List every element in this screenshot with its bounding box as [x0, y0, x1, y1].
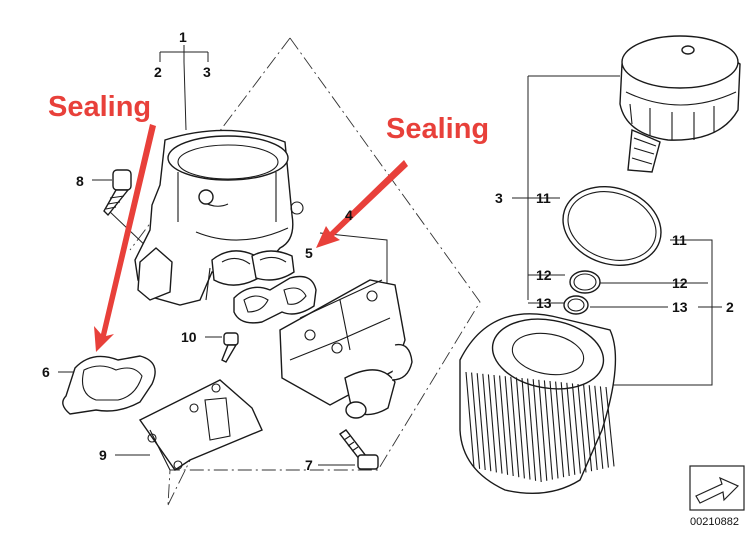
bolt-10	[221, 332, 239, 363]
filter-pleat	[476, 373, 486, 471]
callout-11-left: 11	[536, 190, 551, 206]
callout-7: 7	[305, 457, 313, 473]
callout-13-right: 13	[672, 299, 688, 315]
reference-symbol	[689, 465, 745, 511]
filter-pleat	[577, 383, 587, 473]
gasket-5	[233, 275, 317, 324]
callout-8: 8	[76, 173, 84, 189]
bolt-7	[338, 429, 379, 470]
filter-cover	[619, 35, 741, 173]
bracket-9	[138, 379, 263, 471]
callout-10: 10	[181, 329, 197, 345]
filter-pleat	[510, 376, 520, 478]
filter-pleat	[465, 371, 475, 468]
filter-pleat	[583, 384, 593, 472]
filter-pleat	[605, 386, 615, 467]
callout-1: 1	[179, 29, 187, 45]
filter-pleat	[594, 385, 604, 469]
o-ring-13	[563, 295, 589, 315]
sealing-label-right: Sealing	[386, 113, 489, 145]
callout-9: 9	[99, 447, 107, 463]
filter-pleat	[560, 382, 570, 477]
filter-pleat	[515, 377, 525, 479]
filter-pleat	[527, 378, 537, 481]
filter-pleat	[549, 380, 559, 479]
oil-cooler-4	[279, 279, 413, 419]
filter-pleat	[599, 386, 609, 468]
filter-pleat	[471, 372, 481, 469]
callout-12-right: 12	[672, 275, 688, 291]
filter-pleat	[482, 373, 492, 472]
o-ring-11	[562, 185, 662, 267]
callout-3: 3	[203, 64, 211, 80]
filter-pleat	[543, 380, 553, 480]
filter-pleat	[493, 374, 503, 474]
callout-6: 6	[42, 364, 50, 380]
filter-pleat	[499, 375, 509, 475]
callout-11-right: 11	[672, 232, 687, 248]
callout-2: 2	[154, 64, 162, 80]
o-ring-12	[569, 270, 601, 294]
callout-2-right: 2	[726, 299, 734, 315]
callout-5: 5	[305, 245, 313, 261]
callout-13-left: 13	[536, 295, 552, 311]
callout-3-right: 3	[495, 190, 503, 206]
filter-pleat	[555, 381, 565, 478]
oil-filter-housing	[134, 129, 304, 306]
reference-number: 00210882	[690, 516, 739, 528]
filter-element	[459, 313, 617, 495]
filter-pleat	[571, 383, 581, 474]
filter-pleat	[504, 376, 514, 477]
sealing-label-left: Sealing	[48, 91, 151, 123]
sealing-arrow-left	[94, 124, 156, 352]
filter-pleat	[588, 385, 598, 471]
filter-pleat	[487, 374, 497, 473]
callout-12-left: 12	[536, 267, 552, 283]
sealing-arrow-right	[316, 160, 408, 248]
filter-pleat	[566, 382, 576, 475]
gasket-6	[62, 355, 156, 415]
filter-pleat	[538, 379, 548, 481]
callout-4: 4	[345, 207, 353, 223]
bolt-8	[103, 169, 132, 217]
filter-pleat	[532, 379, 542, 483]
filter-pleat	[521, 377, 531, 480]
